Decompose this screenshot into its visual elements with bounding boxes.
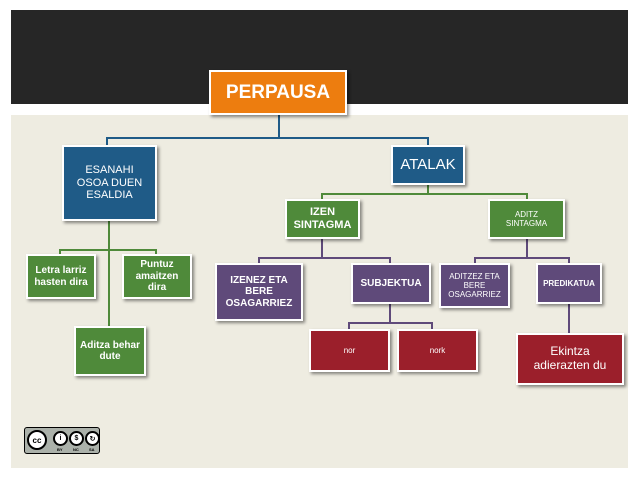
license-label-nc: NC — [73, 447, 79, 452]
by-person-icon: i — [53, 431, 68, 446]
node-subjektua: SUBJEKTUA — [351, 263, 431, 304]
sa-arrow-icon: ↻ — [85, 431, 100, 446]
node-predikatua: PREDIKATUA — [536, 263, 602, 304]
node-izen-sintagma: IZEN SINTAGMA — [285, 199, 360, 239]
license-label-by: BY — [57, 447, 63, 452]
node-puntuz-amaitzen: Puntuz amaitzen dira — [122, 254, 192, 299]
connector-root-esanahi — [106, 113, 280, 146]
node-izenez-eta-bere: IZENEZ ETA BERE OSAGARRIEZ — [215, 263, 303, 321]
connector-subjektua-nor — [348, 303, 391, 330]
node-nork: nork — [397, 329, 478, 372]
connector-atalak-aditz — [428, 193, 528, 200]
cc-circle-icon: cc — [27, 430, 47, 450]
connector-izen-izenez — [258, 238, 323, 264]
connector-atalak-izen — [321, 184, 429, 200]
license-label-sa: SA — [89, 447, 95, 452]
connector-root-atalak — [279, 137, 429, 146]
node-perpausa: PERPAUSA — [209, 70, 347, 115]
connector-izen-subjektua — [322, 257, 391, 264]
connector-aditz-aditzez — [474, 238, 528, 264]
node-esanahi-osoa: ESANAHI OSOA DUEN ESALDIA — [62, 145, 157, 221]
node-aditza-behar: Aditza behar dute — [74, 326, 146, 376]
connector-esanahi-letra — [59, 220, 110, 256]
node-nor: nor — [309, 329, 390, 372]
connector-aditz-predikatua — [527, 257, 570, 264]
node-aditz-sintagma: ADITZ SINTAGMA — [488, 199, 565, 239]
node-ekintza-adierazten: Ekintza adierazten du — [516, 333, 624, 385]
node-atalak: ATALAK — [391, 145, 465, 185]
nc-dollar-icon: $ — [69, 431, 84, 446]
node-letra-larriz: Letra larriz hasten dira — [26, 254, 96, 299]
node-aditzez-eta-bere: ADITZEZ ETA BERE OSAGARRIEZ — [439, 263, 510, 308]
connector-subjektua-nork — [390, 322, 433, 330]
creative-commons-by-nc-sa-icon: cc i $ ↻ BY NC SA — [24, 427, 100, 454]
